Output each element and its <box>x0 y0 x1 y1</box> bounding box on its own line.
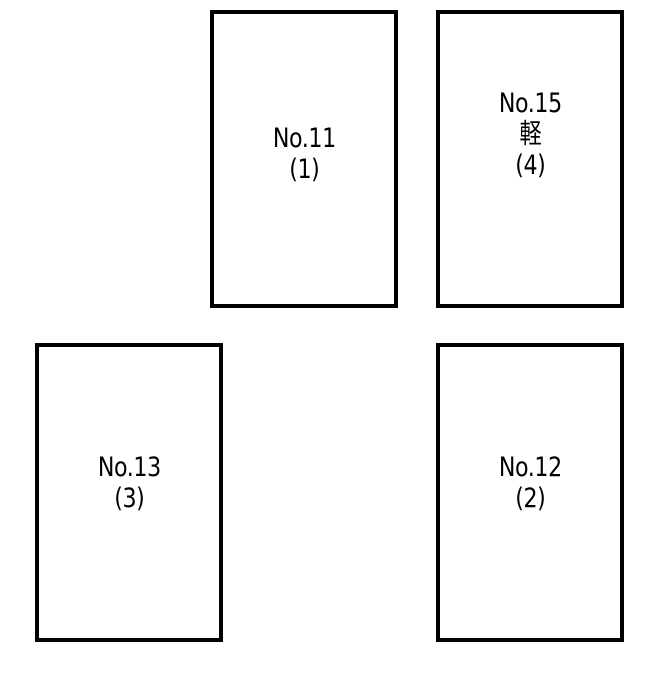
parking-slot-no-12[interactable]: No.12 (2) <box>436 343 624 642</box>
slot-number: No.12 <box>498 451 562 483</box>
slot-label: No.15 軽 (4) <box>492 88 569 181</box>
parking-slot-no-13[interactable]: No.13 (3) <box>35 343 223 642</box>
slot-label: No.13 (3) <box>91 452 168 514</box>
slot-label: No.12 (2) <box>492 452 569 514</box>
parking-slot-no-11[interactable]: No.11 (1) <box>210 10 398 308</box>
slot-order: (3) <box>113 482 145 514</box>
slot-order: (2) <box>514 482 546 514</box>
parking-slot-no-15[interactable]: No.15 軽 (4) <box>436 10 624 308</box>
slot-number: No.15 <box>498 87 562 119</box>
slot-order: (1) <box>288 154 320 185</box>
slot-order: (4) <box>514 149 546 181</box>
slot-type-tag: 軽 <box>519 118 541 150</box>
slot-number: No.13 <box>97 451 161 483</box>
slot-number: No.11 <box>272 123 336 154</box>
slot-label: No.11 (1) <box>266 123 343 185</box>
